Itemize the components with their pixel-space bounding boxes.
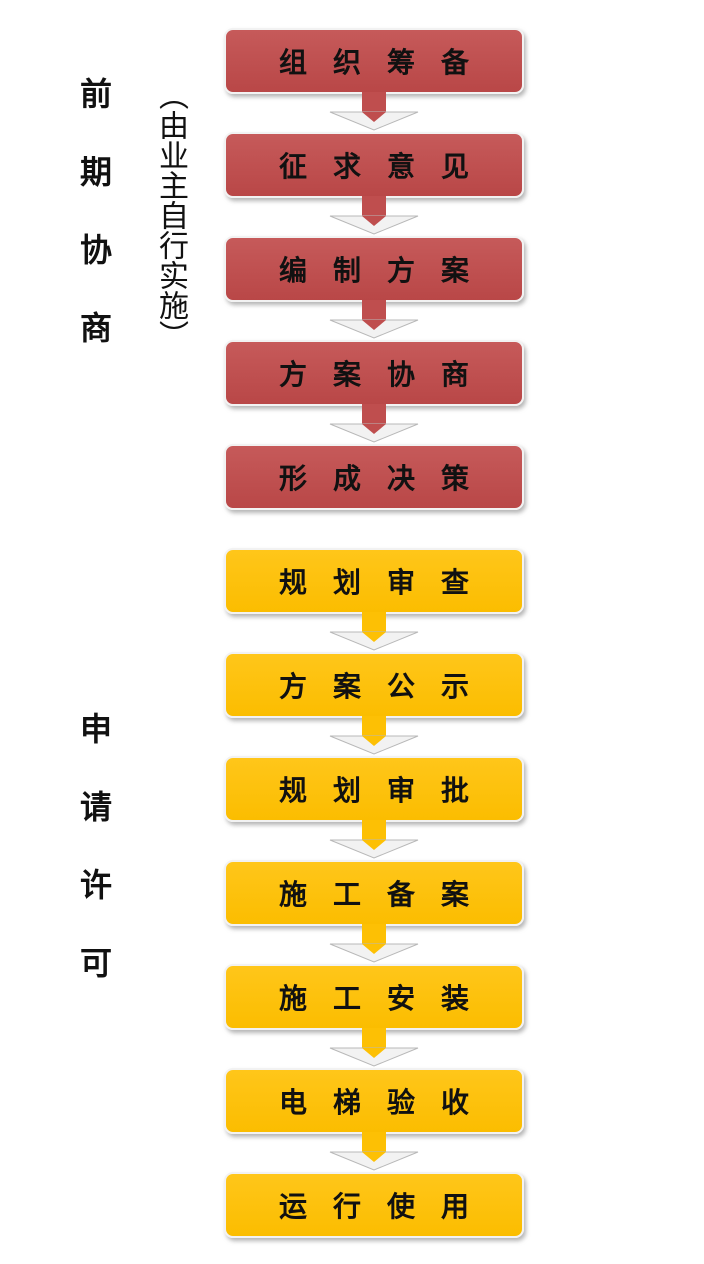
flow-arrow <box>329 716 419 755</box>
phase-label-char: 申 <box>79 710 112 748</box>
step-box: 形成决策 <box>224 444 524 510</box>
arrow-tip <box>362 632 386 642</box>
step-box: 规划审批 <box>224 756 524 822</box>
phase-label-char: 前 <box>79 75 112 113</box>
step-label: 编制方案 <box>278 254 495 287</box>
step-box: 方案公示 <box>224 652 524 718</box>
arrow-tip <box>362 736 386 746</box>
step-label: 方案公示 <box>278 670 495 703</box>
step-box: 组织筹备 <box>224 28 524 94</box>
flow-arrow <box>329 92 419 131</box>
step-label: 组织筹备 <box>278 46 495 79</box>
arrow-tip <box>362 216 386 226</box>
arrow-tip <box>362 1152 386 1162</box>
flow-arrow <box>329 1132 419 1171</box>
step-box: 方案协商 <box>224 340 524 406</box>
flow-arrow <box>329 612 419 651</box>
arrow-tip <box>362 424 386 434</box>
step-label: 运行使用 <box>278 1190 495 1223</box>
step-box: 施工备案 <box>224 860 524 926</box>
phase-label-char: 期 <box>79 153 112 191</box>
step-box: 规划审查 <box>224 548 524 614</box>
step-label: 方案协商 <box>278 358 495 391</box>
phase-note: （由业主自行实施） <box>153 80 188 350</box>
step-label: 规划审批 <box>278 774 495 807</box>
step-box: 电梯验收 <box>224 1068 524 1134</box>
flow-arrow <box>329 404 419 443</box>
arrow-tip <box>362 112 386 122</box>
step-label: 规划审查 <box>278 566 495 599</box>
phase-label-char: 可 <box>79 944 112 982</box>
phase-label-char: 协 <box>79 231 112 269</box>
arrow-tip <box>362 840 386 850</box>
flow-arrow <box>329 820 419 859</box>
phase-label-application: 申 请 许 可 <box>76 690 116 1002</box>
step-label: 征求意见 <box>278 150 495 183</box>
phase-label-char: 商 <box>79 309 112 347</box>
step-label: 形成决策 <box>278 462 495 495</box>
phase-label-char: 许 <box>79 866 112 904</box>
step-label: 施工安装 <box>278 982 495 1015</box>
step-box: 运行使用 <box>224 1172 524 1238</box>
step-label: 电梯验收 <box>278 1086 495 1119</box>
phase-label-char: 请 <box>79 788 112 826</box>
flow-arrow <box>329 196 419 235</box>
flow-arrow <box>329 1028 419 1067</box>
arrow-tip <box>362 1048 386 1058</box>
flow-arrow <box>329 300 419 339</box>
step-box: 施工安装 <box>224 964 524 1030</box>
arrow-tip <box>362 320 386 330</box>
arrow-tip <box>362 944 386 954</box>
step-label: 施工备案 <box>278 878 495 911</box>
step-box: 征求意见 <box>224 132 524 198</box>
phase-label-preliminary: 前 期 协 商 <box>76 55 116 367</box>
step-box: 编制方案 <box>224 236 524 302</box>
flow-arrow <box>329 924 419 963</box>
